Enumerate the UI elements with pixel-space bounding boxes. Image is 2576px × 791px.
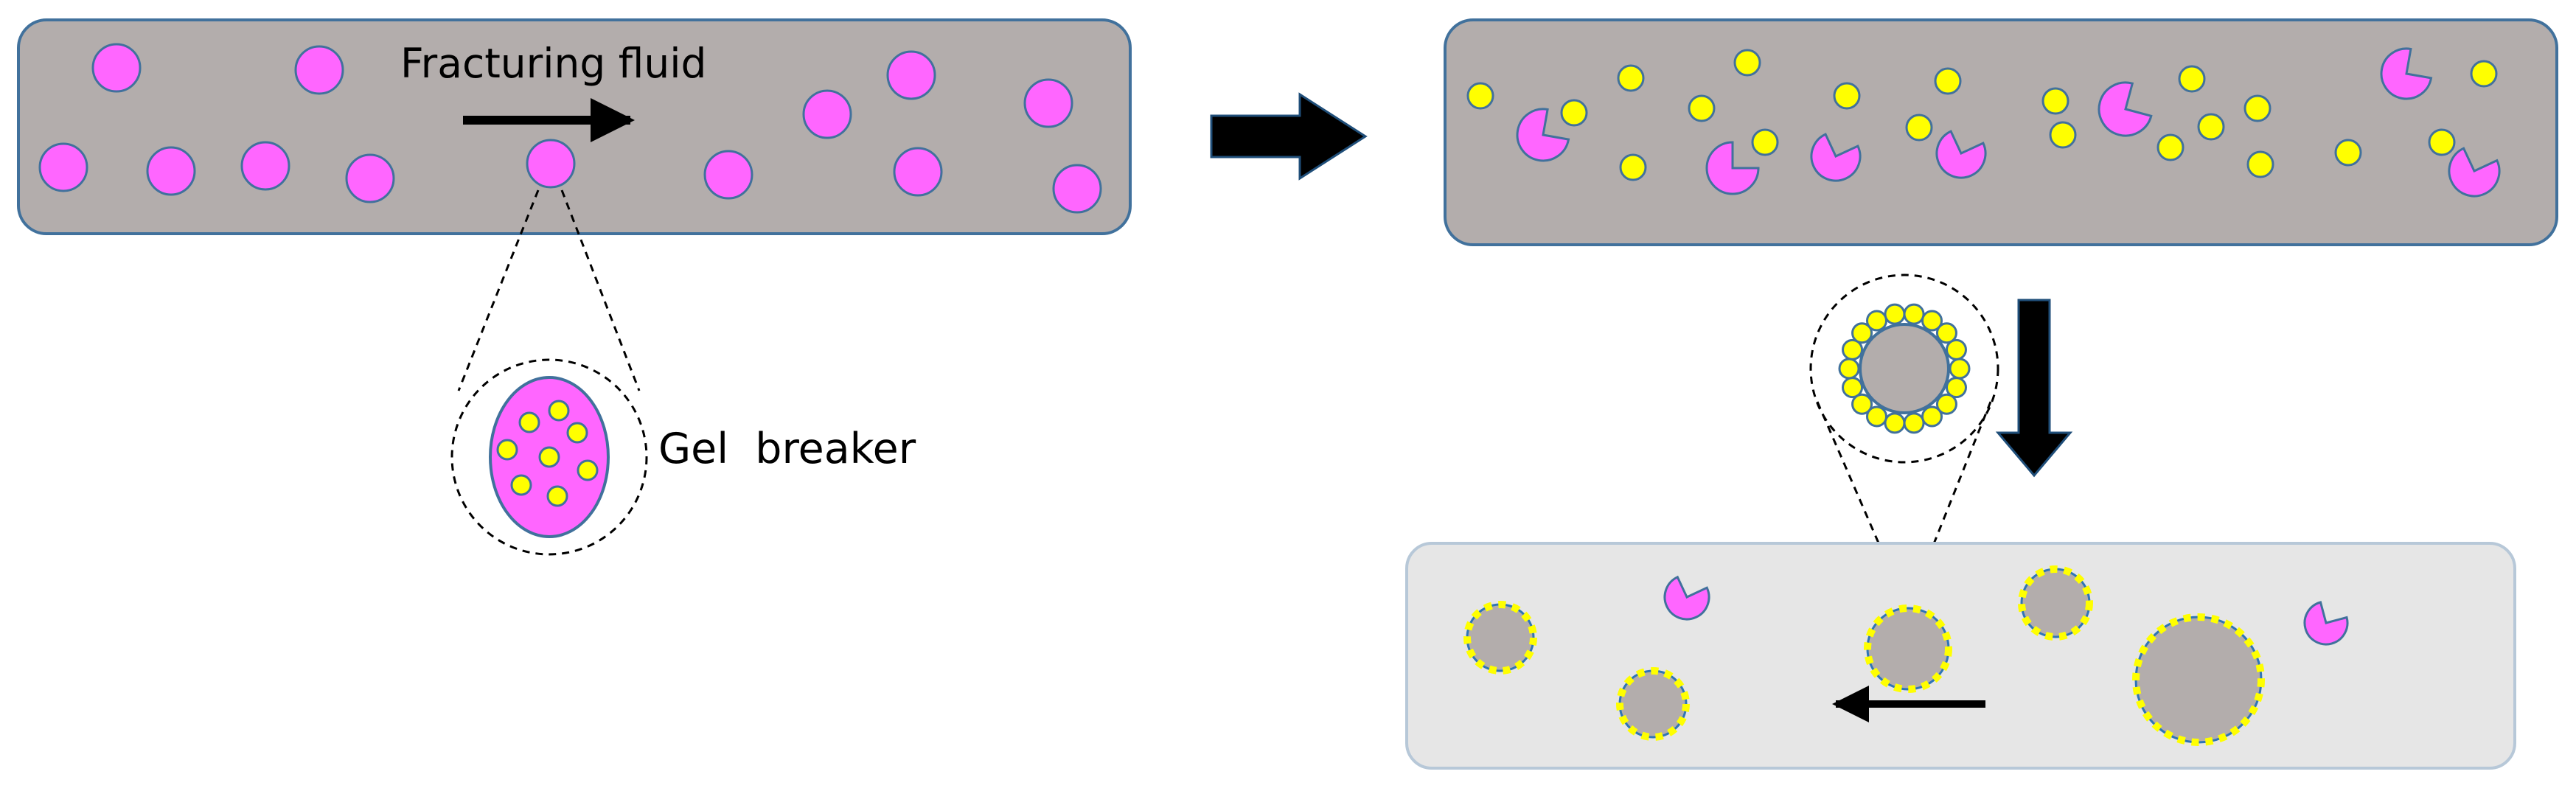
coated-proppant-enlarged bbox=[1859, 323, 1950, 414]
breaker-particle bbox=[546, 485, 568, 507]
adsorbed-breaker-rim bbox=[1864, 604, 1952, 693]
breaker-particle bbox=[2334, 139, 2362, 167]
adsorbed-breaker-rim bbox=[1616, 667, 1690, 741]
breaker-particle bbox=[2156, 133, 2185, 161]
residual-capsule-shell bbox=[1663, 575, 1710, 621]
adsorbed-breaker-particle bbox=[1851, 393, 1873, 415]
breaker-particle bbox=[2041, 87, 2069, 115]
adsorbed-breaker-particle bbox=[1884, 412, 1906, 434]
breaker-particle bbox=[1619, 153, 1647, 181]
gel-breaker-capsule bbox=[345, 153, 395, 203]
adsorbed-breaker-particle bbox=[1945, 338, 1967, 360]
breaker-particle bbox=[510, 474, 532, 496]
zoom-line-left bbox=[457, 189, 540, 391]
gel-breaker-capsule bbox=[38, 142, 88, 192]
broken-capsule-shell bbox=[2098, 81, 2153, 137]
adsorbed-breaker-particle bbox=[1842, 338, 1864, 360]
breaker-particle bbox=[1751, 128, 1779, 156]
residual-capsule-shell bbox=[2303, 601, 2349, 646]
adsorbed-breaker-rim bbox=[2018, 565, 2093, 641]
adsorbed-breaker-particle bbox=[1903, 412, 1925, 434]
breaker-particle bbox=[518, 411, 540, 433]
broken-capsule-shell bbox=[2448, 147, 2501, 198]
released-breaker-particles bbox=[1466, 49, 2498, 181]
zoom-line-right bbox=[560, 189, 641, 391]
adsorbed-breaker-particle bbox=[1842, 377, 1864, 399]
adsorbed-breaker-particle bbox=[1935, 393, 1957, 415]
breaker-particle bbox=[1905, 114, 1933, 142]
capsule-group-1 bbox=[38, 43, 1102, 214]
breaker-particle bbox=[2246, 150, 2274, 178]
broken-capsule-shell bbox=[1705, 141, 1760, 195]
gel-breaker-capsule bbox=[886, 50, 936, 100]
breaker-particle bbox=[1617, 64, 1645, 92]
adsorbed-breaker-particle bbox=[1945, 377, 1967, 399]
gel-breaker-capsule bbox=[703, 150, 753, 200]
breaker-particle bbox=[2197, 113, 2225, 141]
flowback-pipe bbox=[1405, 542, 2516, 770]
gel-breaker-capsule bbox=[1052, 164, 1102, 214]
adsorbed-breaker-rim bbox=[2132, 613, 2265, 746]
breaker-particle bbox=[1466, 82, 1494, 110]
fracturing-fluid-label: Fracturing fluid bbox=[400, 40, 706, 87]
zoom-line-left-2 bbox=[1816, 401, 1905, 602]
breaker-particle bbox=[2428, 128, 2456, 156]
gel-breaker-capsule bbox=[893, 147, 943, 197]
breaker-particle bbox=[548, 400, 570, 422]
broken-capsule-shells bbox=[1516, 47, 2501, 198]
breaker-coated-particles bbox=[1463, 565, 2265, 746]
adsorbed-breaker-particle bbox=[1935, 322, 1957, 344]
breaker-particle bbox=[2178, 65, 2206, 93]
adsorbed-breaker-particle bbox=[1851, 322, 1873, 344]
gel-breaker-capsule bbox=[1023, 78, 1073, 128]
block-arrow-right-icon bbox=[1210, 92, 1368, 181]
gel-breaker-capsule bbox=[802, 89, 852, 139]
breaker-particle bbox=[2049, 121, 2077, 149]
adsorbed-breaker-particle bbox=[1949, 358, 1971, 380]
broken-capsule-shell bbox=[2380, 47, 2433, 100]
adsorbed-breaker-particle bbox=[1866, 310, 1887, 332]
adsorbed-breaker-particle bbox=[1921, 405, 1943, 428]
adsorbed-breaker-ring bbox=[1838, 303, 1971, 434]
gel-breaker-capsule bbox=[91, 43, 142, 93]
adsorbed-breaker-rim bbox=[1463, 601, 1537, 675]
breaker-particle bbox=[1560, 99, 1588, 127]
gel-breaker-capsule bbox=[526, 139, 576, 189]
gel-breaker-capsule bbox=[294, 45, 344, 95]
breaker-particle bbox=[566, 422, 588, 444]
breaker-particle bbox=[1934, 67, 1962, 95]
breaker-particle bbox=[1833, 82, 1861, 110]
gel-breaker-label: Gel breaker bbox=[658, 425, 916, 473]
adsorbed-breaker-particle bbox=[1921, 310, 1943, 332]
adsorbed-breaker-particle bbox=[1884, 303, 1906, 325]
encapsulated-breaker-particles bbox=[496, 400, 599, 507]
breaker-particle bbox=[496, 439, 518, 461]
broken-capsule-shell bbox=[1935, 130, 1987, 179]
breaker-particle bbox=[577, 459, 599, 481]
breaker-particle bbox=[1733, 49, 1761, 77]
adsorbed-breaker-particle bbox=[1838, 358, 1860, 380]
broken-capsule-shell bbox=[1516, 108, 1570, 162]
gel-breaker-capsule bbox=[146, 146, 196, 196]
breaker-particle bbox=[2243, 94, 2272, 122]
adsorbed-breaker-particle bbox=[1866, 405, 1887, 428]
gel-breaker-capsule bbox=[240, 141, 290, 191]
block-arrow-down-icon bbox=[1995, 299, 2073, 478]
breaker-particle bbox=[538, 446, 560, 468]
adsorbed-breaker-particle bbox=[1903, 303, 1925, 325]
breaker-particle bbox=[2470, 60, 2498, 88]
broken-capsule-shell bbox=[1810, 133, 1862, 182]
breaker-particle bbox=[1688, 94, 1716, 122]
residual-capsule-shells bbox=[1663, 575, 2349, 646]
